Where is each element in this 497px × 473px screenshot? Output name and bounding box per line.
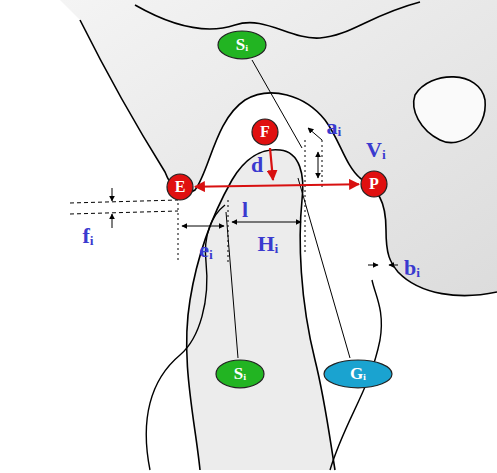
dimension-arrow [389, 265, 398, 266]
skull-outline [135, 2, 420, 38]
condyle-shading [187, 150, 335, 470]
node-shape [216, 360, 264, 388]
node-shape [252, 119, 278, 145]
dimension-arrow [368, 265, 378, 266]
dimension-line [178, 198, 179, 262]
condyle-outline [187, 150, 335, 470]
landmark-point: E [166, 173, 194, 201]
dimension-label: Vᵢ [366, 139, 386, 161]
dimension-label: eᵢ [199, 239, 213, 261]
node-label: Sᵢ [234, 365, 246, 382]
dimension-label: aᵢ [327, 116, 342, 138]
landmark-point: F [251, 118, 279, 146]
dimension-label: fᵢ [82, 225, 93, 247]
landmark-point: P [360, 170, 388, 198]
dimension-line [70, 211, 178, 214]
leader-line [252, 60, 302, 148]
node-label: Gᵢ [350, 365, 366, 382]
node-shape [324, 360, 392, 388]
dimension-line [70, 200, 178, 203]
node-shape [218, 31, 266, 59]
dimension-arrow [308, 128, 322, 140]
dimension-label: Hᵢ [257, 233, 278, 255]
node-shape [361, 171, 387, 197]
node-shape [167, 174, 193, 200]
distance-connector [195, 184, 359, 187]
structure-ellipse: Sᵢ [215, 359, 265, 389]
leader-line [226, 212, 238, 358]
dimension-arrow [112, 188, 113, 201]
node-label: F [260, 124, 270, 140]
node-label: Sᵢ [236, 36, 248, 53]
dimension-line [322, 140, 323, 190]
dimension-label: d [251, 154, 263, 176]
distance-arrow [270, 148, 273, 180]
structure-ellipse: Sᵢ [217, 30, 267, 60]
dimension-arrow [182, 226, 224, 227]
dimension-arrow [318, 152, 319, 178]
dimension-arrow [112, 214, 113, 228]
condyle-outline [146, 205, 225, 470]
node-label: E [175, 179, 186, 195]
dimension-arrow [232, 222, 301, 223]
dimension-line [305, 140, 306, 255]
node-label: P [369, 176, 379, 192]
ear-canal [414, 77, 485, 143]
fossa-outline [80, 20, 497, 296]
leader-line [298, 178, 350, 358]
structure-ellipse: Gᵢ [323, 359, 393, 389]
dimension-label: bᵢ [404, 257, 420, 279]
edge-label: l [242, 199, 248, 221]
